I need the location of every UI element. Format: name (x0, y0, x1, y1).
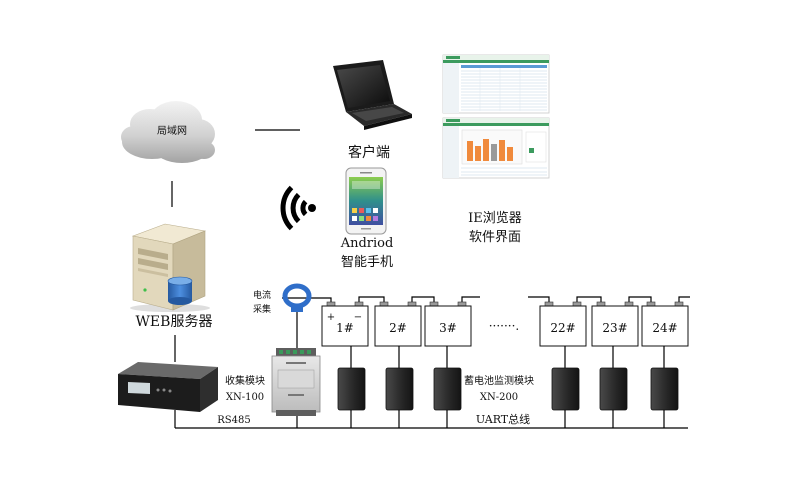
battery-label: 3# (439, 321, 457, 335)
monitor-module-icon (650, 367, 679, 411)
uart-label: UART总线 (476, 412, 530, 426)
battery-terminal (429, 301, 439, 307)
monitor-module-icon (385, 367, 414, 411)
network-label: 局域网 (157, 124, 187, 137)
monitor-module-icon (337, 367, 366, 411)
battery-ellipsis: ·······. (489, 319, 520, 333)
database-icon (167, 276, 193, 305)
battery-label: 1# (336, 321, 354, 335)
monitor-module-icon (599, 367, 628, 411)
battery-terminal (572, 301, 582, 307)
rack-device-icon (118, 362, 218, 412)
sensor-label-line2: 采集 (253, 303, 271, 315)
phone-label-line2: 智能手机 (341, 255, 393, 270)
browser-label-line1: IE浏览器 (468, 210, 522, 226)
battery-minus-sign: − (354, 312, 362, 323)
battery-icon (641, 305, 689, 347)
battery-1: + − 1# (321, 301, 369, 347)
battery-22: 22# (539, 301, 587, 347)
battery-icon (321, 305, 369, 347)
battery-terminal (596, 301, 606, 307)
battery-terminal (354, 301, 364, 307)
browser-label-line2: 软件界面 (469, 230, 521, 245)
battery-terminal (326, 301, 336, 307)
battery-module-wires (350, 346, 665, 368)
collector-module-icon (271, 348, 321, 416)
battery-terminal (457, 301, 467, 307)
battery-2: 2# (374, 301, 422, 347)
monitor-module-icon (433, 367, 462, 411)
phone-label-line1: Andriod (340, 236, 394, 251)
battery-icon (424, 305, 472, 347)
battery-icon (374, 305, 422, 347)
monitor-modules (337, 367, 679, 411)
battery-label: 22# (550, 321, 575, 335)
battery-label: 24# (652, 321, 677, 335)
battery-icon (591, 305, 639, 347)
battery-terminal (624, 301, 634, 307)
smartphone-icon (345, 167, 387, 235)
browser-screenshot-table (442, 54, 550, 114)
monitor-label-line1: 蓄电池监测模块 (464, 374, 534, 387)
monitor-label-line2: XN-200 (480, 392, 518, 403)
battery-plus-sign: + (327, 312, 335, 323)
current-clamp-icon (282, 283, 312, 312)
collector-label-line1: 收集模块 (225, 374, 265, 387)
battery-3: 3# (424, 301, 472, 347)
server-label: WEB服务器 (136, 314, 213, 330)
browser-screenshot-chart (442, 117, 550, 179)
battery-terminal (646, 301, 656, 307)
collector-label-line2: XN-100 (226, 392, 264, 403)
main-power-wire (282, 297, 332, 303)
battery-interconnects (358, 296, 690, 303)
client-label: 客户端 (348, 144, 390, 161)
battery-24: 24# (641, 301, 689, 347)
battery-icon (539, 305, 587, 347)
sensor-label-line1: 电流 (253, 289, 271, 301)
rs485-label: RS485 (217, 415, 250, 426)
monitor-module-icon (551, 367, 580, 411)
cloud-icon (121, 101, 215, 163)
battery-terminal (544, 301, 554, 307)
battery-label: 23# (602, 321, 627, 335)
laptop-icon (333, 60, 412, 130)
battery-23: 23# (591, 301, 639, 347)
battery-terminal (407, 301, 417, 307)
bus-drops (174, 410, 665, 428)
browser-screenshot-icon (442, 54, 550, 179)
battery-label: 2# (389, 321, 407, 335)
battery-terminal (379, 301, 389, 307)
battery-terminal (674, 301, 684, 307)
wifi-icon (280, 185, 316, 231)
